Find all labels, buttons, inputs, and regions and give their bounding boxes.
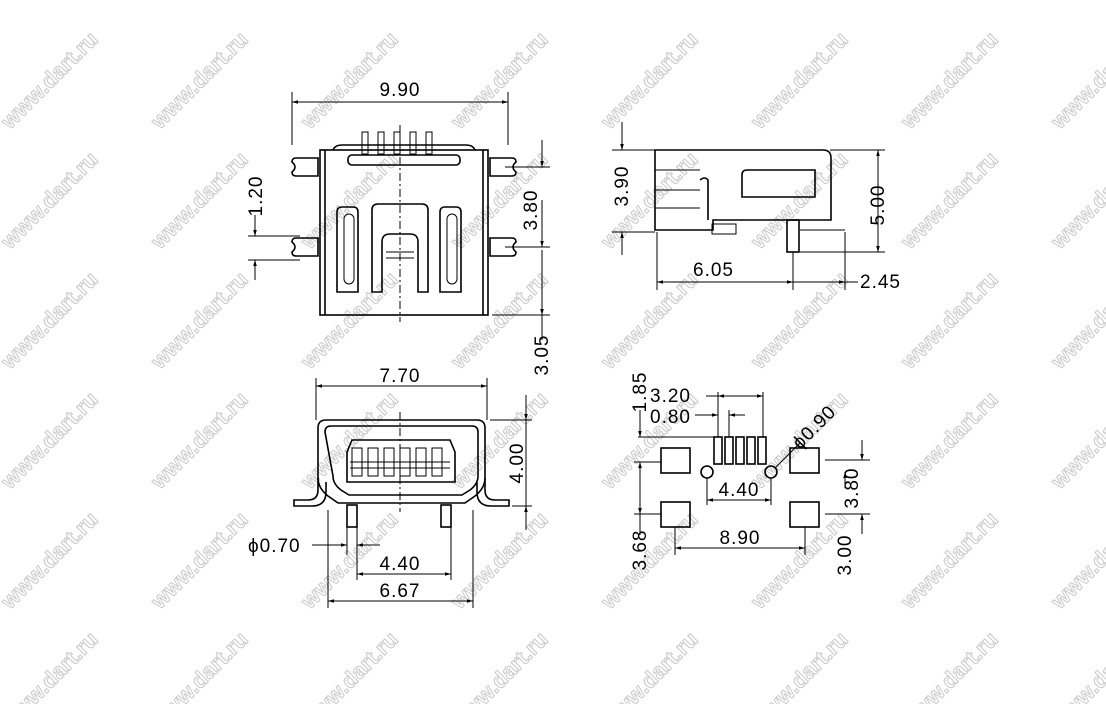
watermark-text: www.dart.ru <box>745 27 853 135</box>
side-body-height-label: 3.90 <box>612 166 633 207</box>
watermark-text: www.dart.ru <box>445 27 553 135</box>
watermark-text: www.dart.ru <box>0 147 103 255</box>
fp-top-offset-label: 1.85 <box>630 372 651 413</box>
watermark-text: www.dart.ru <box>0 507 103 615</box>
fp-pad-pitch-y-left-label: 3.68 <box>630 530 651 571</box>
fp-hole-pitch-label: 4.40 <box>719 480 760 501</box>
watermark-text: www.dart.ru <box>0 627 103 704</box>
front-peg-pitch-label: 4.40 <box>380 554 421 575</box>
watermark-text: www.dart.ru <box>595 267 703 375</box>
watermark-text: www.dart.ru <box>895 387 1003 495</box>
watermark-text: www.dart.ru <box>745 267 853 375</box>
watermark-text: www.dart.ru <box>1045 147 1106 255</box>
watermark-text: www.dart.ru <box>295 267 403 375</box>
watermark-text: www.dart.ru <box>895 267 1003 375</box>
top-view: 9.90 1.20 3.80 3.05 <box>246 80 553 375</box>
watermark-text: www.dart.ru <box>145 147 253 255</box>
front-peg-dia-label: ϕ0.70 <box>248 536 301 557</box>
top-height-lower-label: 3.05 <box>532 335 553 376</box>
front-view: 7.70 4.00 ϕ0.70 4.40 6.67 <box>248 366 532 608</box>
watermark-text: www.dart.ru <box>145 627 253 704</box>
watermark-text: www.dart.ru <box>0 267 103 375</box>
fp-pad-size-label: 3.00 <box>835 535 856 576</box>
watermark-text: www.dart.ru <box>445 627 553 704</box>
watermark-text: www.dart.ru <box>745 627 853 704</box>
watermark-text: www.dart.ru <box>1045 27 1106 135</box>
watermark-text: www.dart.ru <box>145 27 253 135</box>
front-span-label: 6.67 <box>380 581 421 602</box>
watermark-layer: www.dart.ru www.dart.ru www.dart.ru www.dar… <box>0 26 1106 704</box>
watermark-text: www.dart.ru <box>595 27 703 135</box>
top-height-upper-label: 3.80 <box>521 190 542 231</box>
side-view: 3.90 5.00 6.05 2.45 <box>612 122 901 293</box>
watermark-text: www.dart.ru <box>595 627 703 704</box>
fp-pad-pitch-x-label: 8.90 <box>720 528 761 549</box>
watermark-text: www.dart.ru <box>0 387 103 495</box>
watermark-text: www.dart.ru <box>895 507 1003 615</box>
watermark-text: www.dart.ru <box>145 267 253 375</box>
watermark-text: www.dart.ru <box>295 627 403 704</box>
watermark-text: www.dart.ru <box>1045 387 1106 495</box>
top-width-label: 9.90 <box>380 80 421 101</box>
side-length-label: 6.05 <box>693 260 734 281</box>
watermark-text: www.dart.ru <box>145 387 253 495</box>
watermark-text: www.dart.ru <box>895 627 1003 704</box>
fp-pad-pitch-y-right-label: 3.80 <box>842 468 863 509</box>
watermark-text: www.dart.ru <box>1045 267 1106 375</box>
front-height-label: 4.00 <box>507 443 528 484</box>
front-width-label: 7.70 <box>380 366 421 387</box>
watermark-text: www.dart.ru <box>145 507 253 615</box>
fp-pin-span-label: 3.20 <box>650 386 691 407</box>
top-pitch-label: 1.20 <box>246 176 267 217</box>
watermark-text: www.dart.ru <box>895 27 1003 135</box>
watermark-text: www.dart.ru <box>0 27 103 135</box>
side-offset-label: 2.45 <box>860 272 901 293</box>
watermark-text: www.dart.ru <box>895 147 1003 255</box>
watermark-text: www.dart.ru <box>1045 627 1106 704</box>
watermark-text: www.dart.ru <box>445 507 553 615</box>
side-total-height-label: 5.00 <box>868 185 889 226</box>
watermark-text: www.dart.ru <box>1045 507 1106 615</box>
fp-pin-pitch-label: 0.80 <box>650 407 691 428</box>
watermark-text: www.dart.ru <box>445 387 553 495</box>
pcb-footprint: 1.85 3.20 0.80 ϕ0.90 4.40 8.90 3.68 3.80… <box>630 372 870 576</box>
